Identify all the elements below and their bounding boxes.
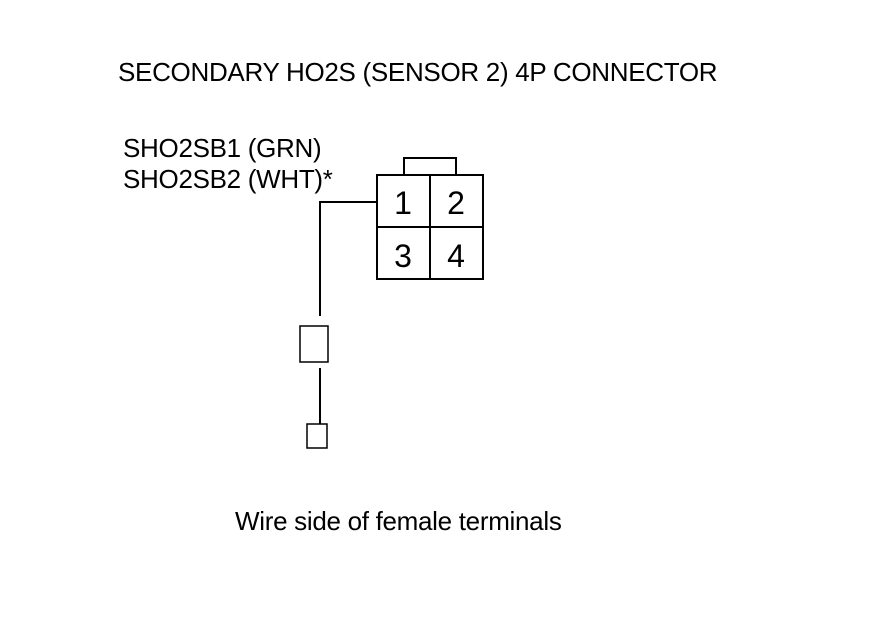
wire-lead-upper [319, 201, 377, 316]
diagram-title: SECONDARY HO2S (SENSOR 2) 4P CONNECTOR [118, 57, 718, 87]
wire-label-sho2sb2: SHO2SB2 (WHT)* [123, 164, 333, 194]
caption: Wire side of female terminals [235, 506, 562, 536]
pin-3-label: 3 [394, 238, 412, 274]
pin-1-label: 1 [394, 185, 412, 221]
wire-label-sho2sb1: SHO2SB1 (GRN) [123, 133, 322, 163]
pin-2-label: 2 [447, 185, 465, 221]
test-probe-upper [299, 325, 329, 363]
pin-4-label: 4 [447, 238, 465, 274]
test-probe-lower [306, 423, 328, 449]
connector-latch-tab [403, 157, 457, 175]
